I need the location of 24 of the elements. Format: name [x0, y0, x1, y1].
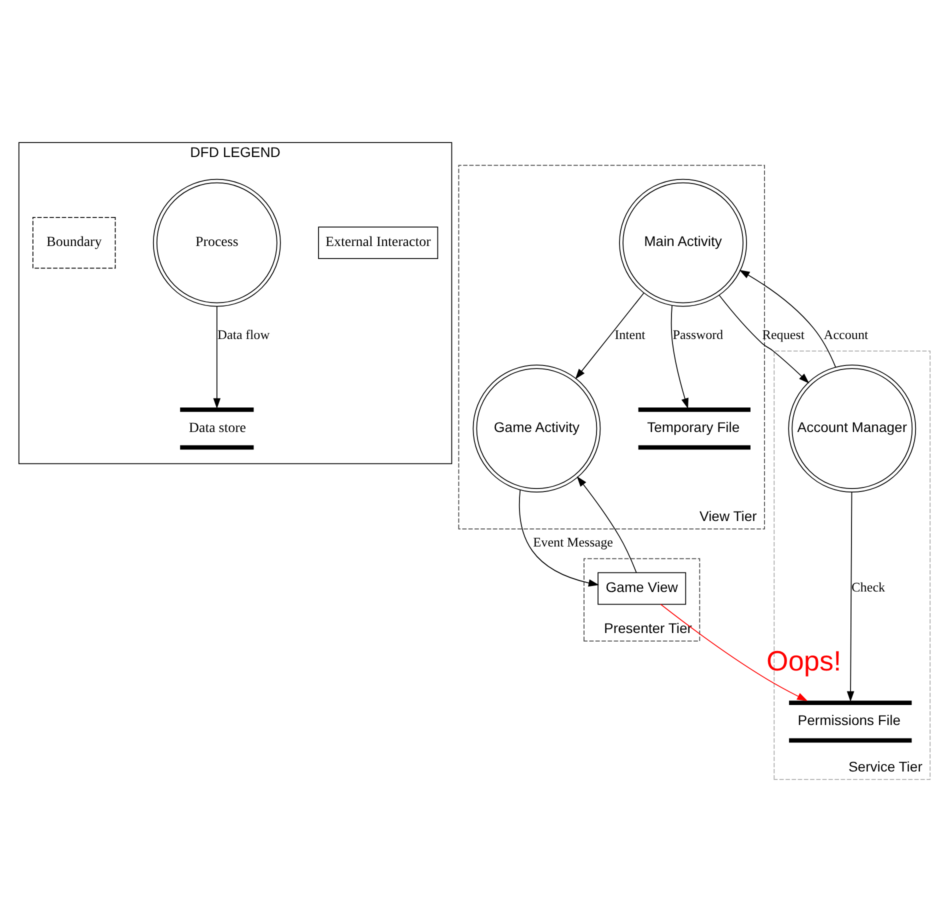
- edge-label: Check: [852, 580, 886, 595]
- arrow: [518, 490, 600, 587]
- node-circle: Account Manager: [788, 364, 916, 493]
- edge-label: Account: [824, 326, 868, 342]
- arrow: [846, 492, 854, 702]
- node-circle: Main Activity: [619, 178, 747, 307]
- edge-label: Oops!: [766, 645, 842, 676]
- arrow: [670, 305, 688, 409]
- node-circle: Process: [152, 178, 281, 307]
- arrow: [739, 270, 836, 368]
- arrow: [576, 476, 637, 574]
- edge-label: Event Message: [533, 534, 613, 550]
- arrow: [718, 294, 810, 384]
- node-box: Boundary: [32, 216, 116, 269]
- edge-label: Data flow: [218, 326, 270, 342]
- arrow: [660, 604, 808, 702]
- edge-label: Password: [672, 326, 724, 342]
- arrow: [575, 292, 644, 380]
- node-circle: Game Activity: [472, 364, 601, 493]
- node-box: External Interactor: [318, 226, 438, 260]
- edge-label: Request: [762, 326, 804, 342]
- node-box: Game View: [598, 572, 686, 605]
- edge-label: Intent: [614, 326, 646, 342]
- arrow: [213, 306, 221, 409]
